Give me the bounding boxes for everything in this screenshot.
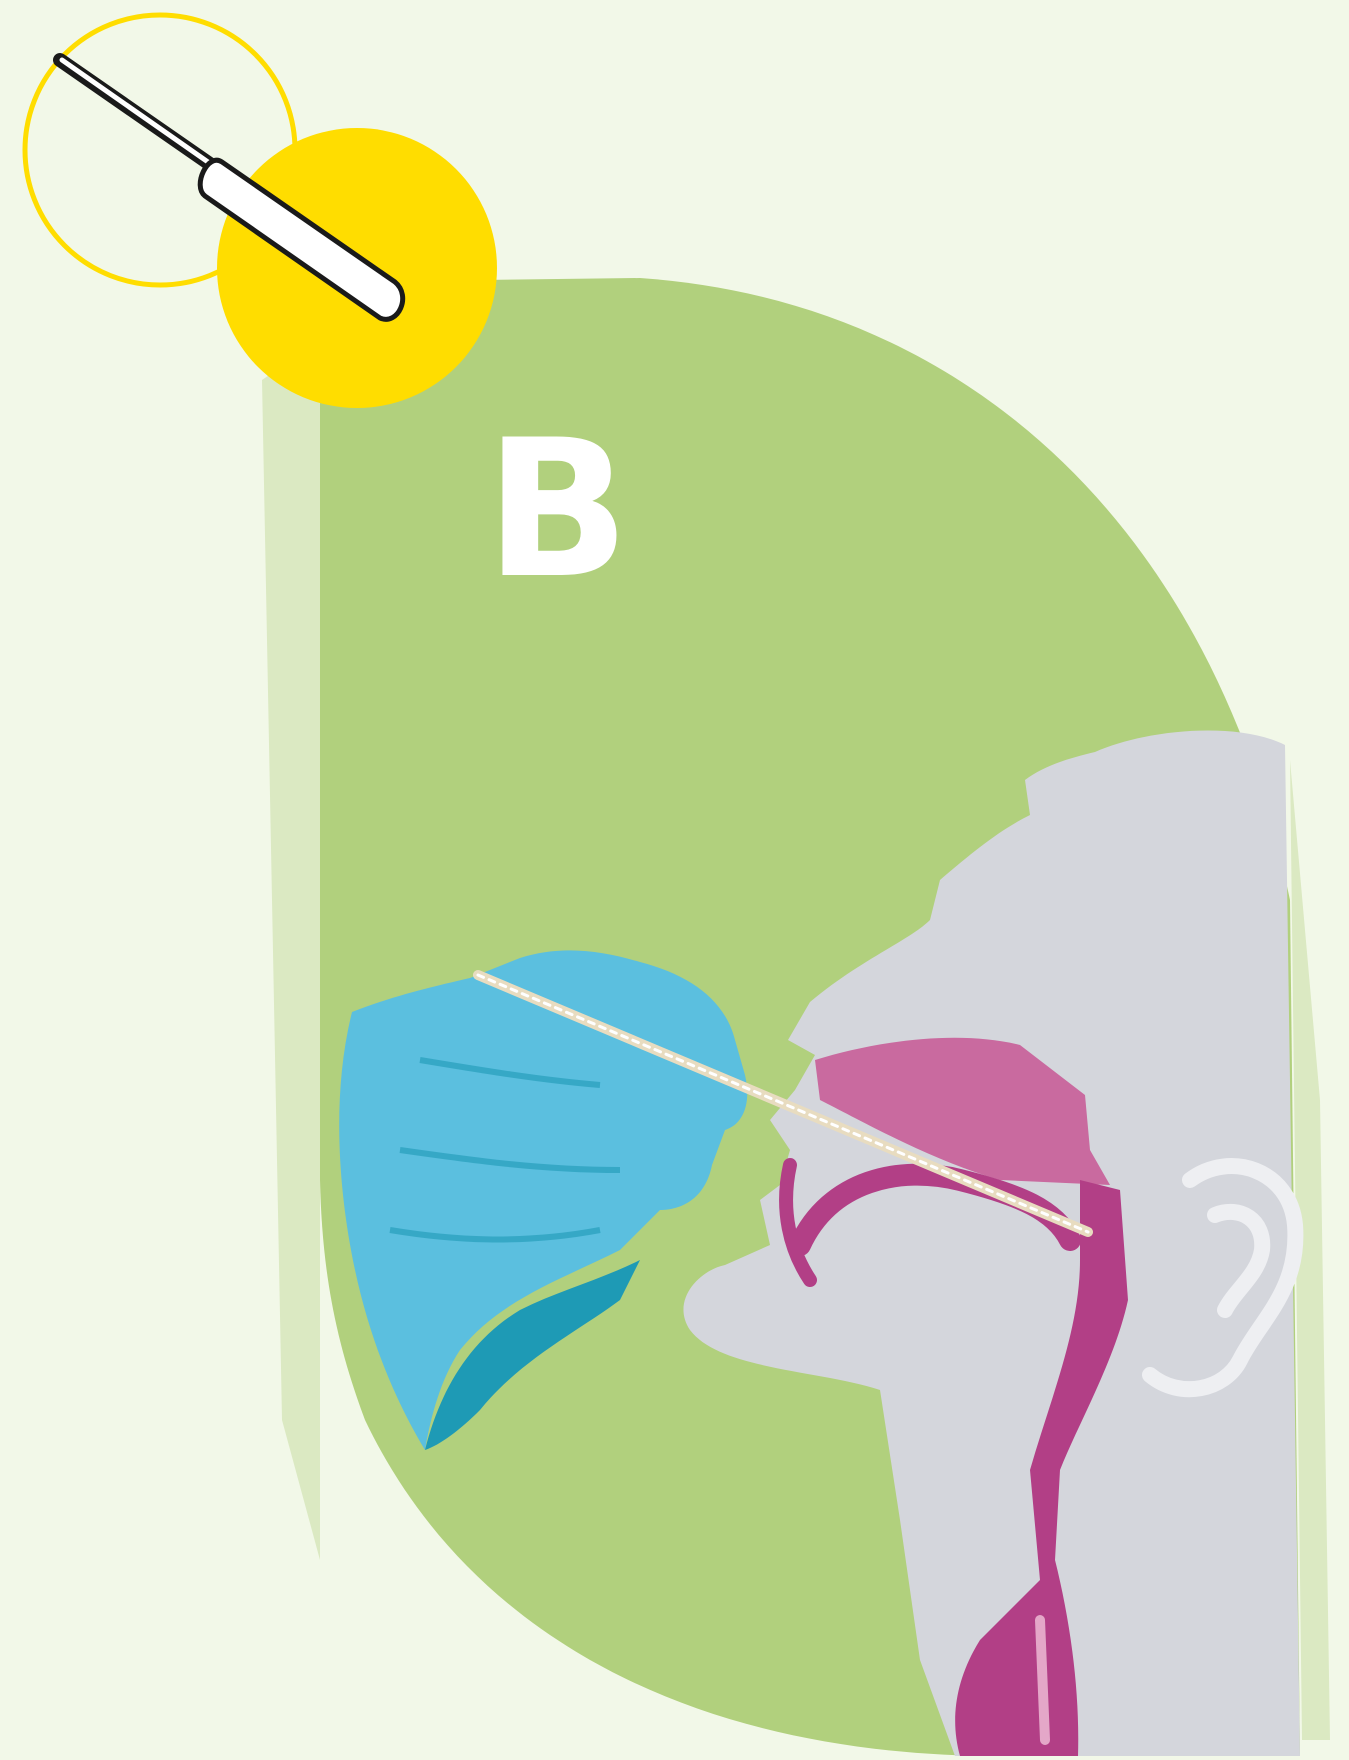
step-label: B (485, 399, 630, 620)
swab-shaft-highlight (62, 60, 228, 176)
trachea-highlight (1040, 1620, 1045, 1740)
panel-shadow (262, 340, 320, 1560)
nasopharyngeal-swab-icon (25, 15, 497, 408)
